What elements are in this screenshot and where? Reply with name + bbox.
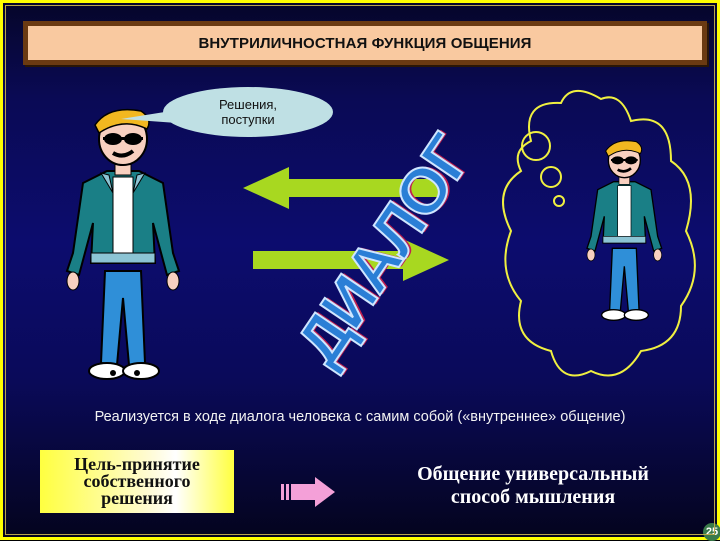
result-line-2: способ мышления bbox=[450, 486, 616, 508]
result-text: Общение универсальный способ мышления bbox=[383, 463, 683, 509]
bubble-line-2: поступки bbox=[221, 112, 275, 127]
bubble-line-1: Решения, bbox=[218, 97, 278, 112]
thought-cloud-icon bbox=[502, 90, 696, 377]
goal-line-3: решения bbox=[101, 488, 173, 508]
result-line-1: Общение универсальный bbox=[417, 463, 649, 485]
pink-arrow-right-icon bbox=[281, 477, 335, 507]
slide-title: ВНУТРИЛИЧНОСТНАЯ ФУНКЦИЯ ОБЩЕНИЯ bbox=[198, 34, 532, 52]
person-figure-icon bbox=[65, 108, 181, 380]
goal-line-2: собственного bbox=[83, 471, 191, 491]
caption: Реализуется в ходе диалога человека с са… bbox=[94, 409, 626, 425]
title-bar: ВНУТРИЛИЧНОСТНАЯ ФУНКЦИЯ ОБЩЕНИЯ bbox=[23, 21, 707, 65]
speech-bubble: Решения, поступки bbox=[163, 87, 333, 137]
arrow-left-icon bbox=[243, 167, 439, 209]
page-number: 25 bbox=[703, 523, 720, 541]
person-figure-icon bbox=[586, 140, 663, 321]
goal-line-1: Цель-принятие bbox=[74, 454, 200, 474]
goal-box: Цель-принятие собственного решения bbox=[40, 450, 234, 513]
arrow-right-icon bbox=[253, 239, 449, 281]
